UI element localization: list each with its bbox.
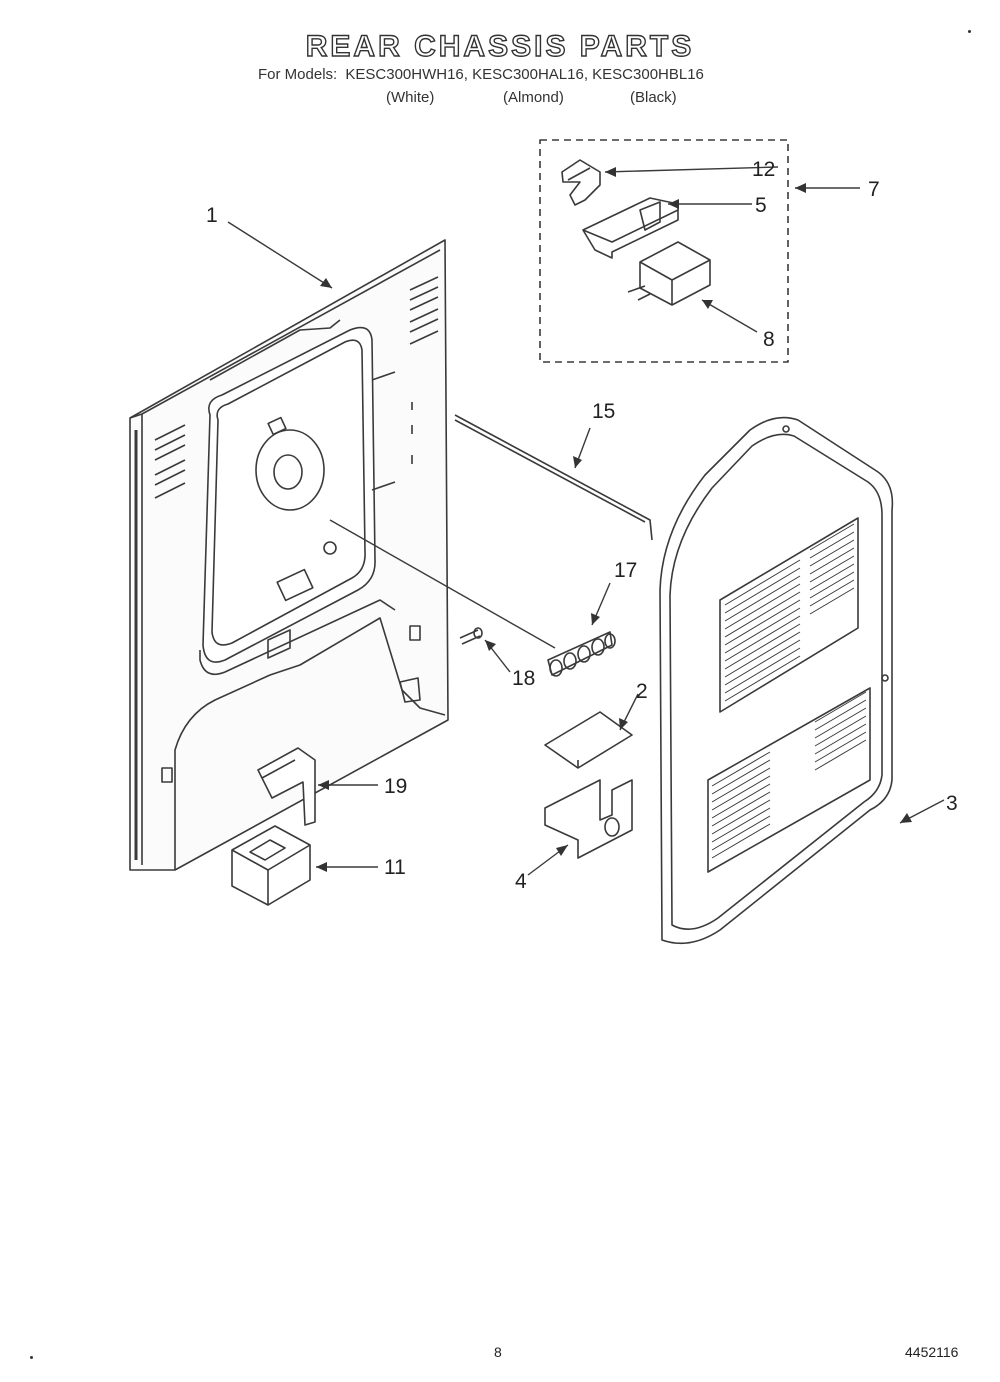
screw-part [459,627,483,645]
callout-3: 3 [946,792,958,815]
callout-4: 4 [515,870,527,893]
switch-part [627,241,711,306]
terminal-block-part [547,631,616,677]
callout-5: 5 [755,194,767,217]
callout-17: 17 [614,559,637,582]
hinge-part [561,159,601,206]
color-black: (Black) [630,89,677,106]
rod-part [454,414,653,541]
callout-7: 7 [868,178,880,201]
callout-1: 1 [206,204,218,227]
callout-15: 15 [592,400,615,423]
bracket-parts [544,711,633,859]
callout-18: 18 [512,667,535,690]
color-white: (White) [386,89,435,106]
callout-19: 19 [384,775,407,798]
corner-mark [30,1356,33,1359]
model-numbers: KESC300HWH16, KESC300HAL16, KESC300HBL16 [345,66,704,83]
assembly-group-box [539,139,789,363]
document-number: 4452116 [905,1344,959,1360]
color-almond: (Almond) [503,89,564,106]
arrowheads [316,167,912,872]
rear-panel-part [129,239,449,871]
callout-11: 11 [384,856,406,879]
rear-cover-part [659,416,894,945]
model-list: For Models: KESC300HWH16, KESC300HAL16, … [258,66,704,83]
models-label: For Models: [258,66,338,83]
callout-2: 2 [636,680,648,703]
diagram-title: REAR CHASSIS PARTS [305,29,695,63]
block-part [231,825,311,906]
color-variants: (White) (Almond) (Black) [0,89,1000,109]
clip-part [257,747,316,826]
callout-12: 12 [752,158,775,181]
callout-8: 8 [763,328,775,351]
latch-plate-part [582,197,679,259]
corner-mark [968,30,971,33]
page-number: 8 [494,1344,502,1360]
